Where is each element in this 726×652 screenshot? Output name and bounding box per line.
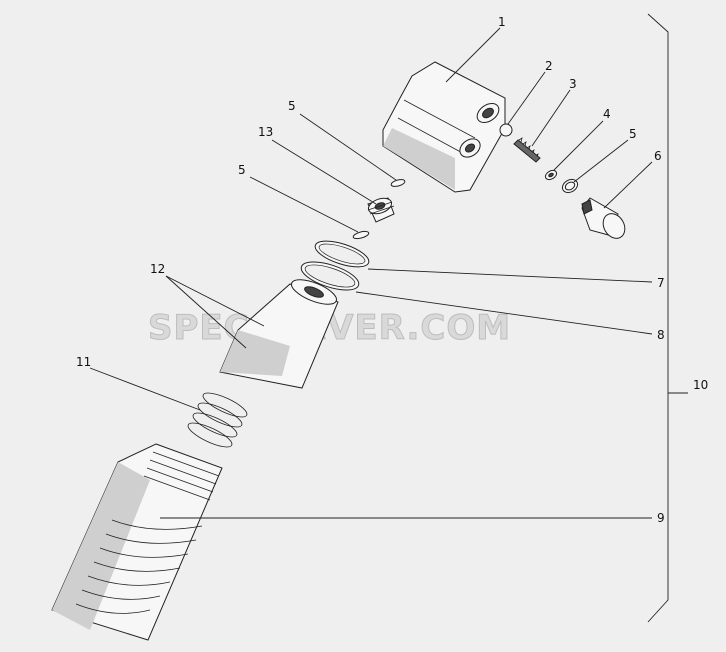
part-13-fitting xyxy=(367,197,395,223)
callout-12: 12 xyxy=(150,262,165,276)
part-5-oring-middle xyxy=(352,230,370,240)
leader-12b xyxy=(165,275,247,349)
callout-9: 9 xyxy=(657,511,665,525)
leader-5-upper xyxy=(299,113,397,181)
callout-1: 1 xyxy=(498,15,506,29)
leader-2 xyxy=(507,71,546,125)
callout-11: 11 xyxy=(76,355,91,369)
leader-12a xyxy=(165,275,265,327)
part-2-ball xyxy=(499,123,513,137)
part-5-oring-right-inner xyxy=(564,181,576,191)
leader-7 xyxy=(367,268,653,283)
callout-6: 6 xyxy=(654,149,662,163)
part-4-washer-hole xyxy=(548,172,554,178)
callout-4: 4 xyxy=(603,107,611,121)
leader-4 xyxy=(553,120,604,171)
leader-8 xyxy=(355,291,653,335)
callout-10: 10 xyxy=(693,378,708,392)
part-9-housing-tube xyxy=(51,443,223,641)
callout-2: 2 xyxy=(545,59,553,73)
part-11-coil-spring xyxy=(187,392,248,448)
leader-1 xyxy=(445,27,501,83)
part-3-spring xyxy=(513,137,541,163)
leader-5-right xyxy=(573,139,629,183)
part-8-ring-inner xyxy=(304,264,356,288)
callout-3: 3 xyxy=(569,77,577,91)
leader-11 xyxy=(89,367,201,411)
part-12-sleeve xyxy=(219,279,339,389)
part-6-plug xyxy=(581,197,626,239)
callout-7: 7 xyxy=(657,276,665,290)
part-7-ring-inner xyxy=(318,243,366,265)
callout-13: 13 xyxy=(258,125,273,139)
callout-8: 8 xyxy=(657,328,665,342)
leader-3 xyxy=(531,89,571,147)
callout-5-upper: 5 xyxy=(288,99,296,113)
leader-5-middle xyxy=(249,176,359,233)
assembly-bracket xyxy=(647,13,669,623)
leader-6 xyxy=(603,161,653,209)
part-1-valve-body xyxy=(382,61,506,193)
callout-5-right: 5 xyxy=(629,127,637,141)
part-5-oring-upper xyxy=(390,179,406,187)
leader-13 xyxy=(271,139,377,205)
callout-5-middle: 5 xyxy=(238,163,246,177)
